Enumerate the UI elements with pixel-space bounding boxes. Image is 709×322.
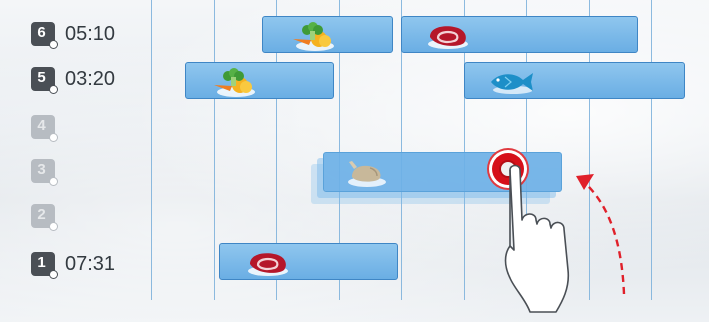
clock-icon [49, 177, 58, 186]
level-5-time: 03:20 [65, 68, 115, 91]
vegetables-icon [210, 65, 260, 99]
clock-icon [49, 270, 58, 279]
level-1-badge: 1 [31, 252, 55, 276]
level-3-badge: 3 [31, 159, 55, 183]
level-5-badge: 5 [31, 67, 55, 91]
clock-icon [49, 40, 58, 49]
level-row-4[interactable]: 4 [31, 114, 65, 140]
cooking-bar-level-1-meat[interactable] [219, 243, 398, 280]
level-row-3[interactable]: 3 [31, 158, 65, 184]
cooking-bar-level-5-fish[interactable] [464, 62, 685, 99]
level-row-6[interactable]: 6 05:10 [31, 21, 115, 47]
meat-icon [424, 20, 472, 52]
vegetables-icon [289, 19, 339, 53]
poultry-icon [344, 157, 390, 189]
clock-icon [49, 85, 58, 94]
clock-icon [49, 222, 58, 231]
level-6-badge: 6 [31, 22, 55, 46]
cooking-bar-level-5-vegetables[interactable] [185, 62, 334, 99]
drag-up-arrow-icon [572, 168, 632, 298]
fish-icon [487, 68, 539, 96]
clock-icon [49, 133, 58, 142]
cooking-bar-level-6-vegetables[interactable] [262, 16, 393, 53]
cooking-bar-level-6-meat[interactable] [401, 16, 638, 53]
level-row-1[interactable]: 1 07:31 [31, 251, 115, 277]
level-2-badge: 2 [31, 204, 55, 228]
level-row-5[interactable]: 5 03:20 [31, 66, 115, 92]
level-row-2[interactable]: 2 [31, 203, 65, 229]
level-4-badge: 4 [31, 115, 55, 139]
level-1-time: 07:31 [65, 253, 115, 276]
level-6-time: 05:10 [65, 23, 115, 46]
meat-icon [244, 247, 292, 279]
